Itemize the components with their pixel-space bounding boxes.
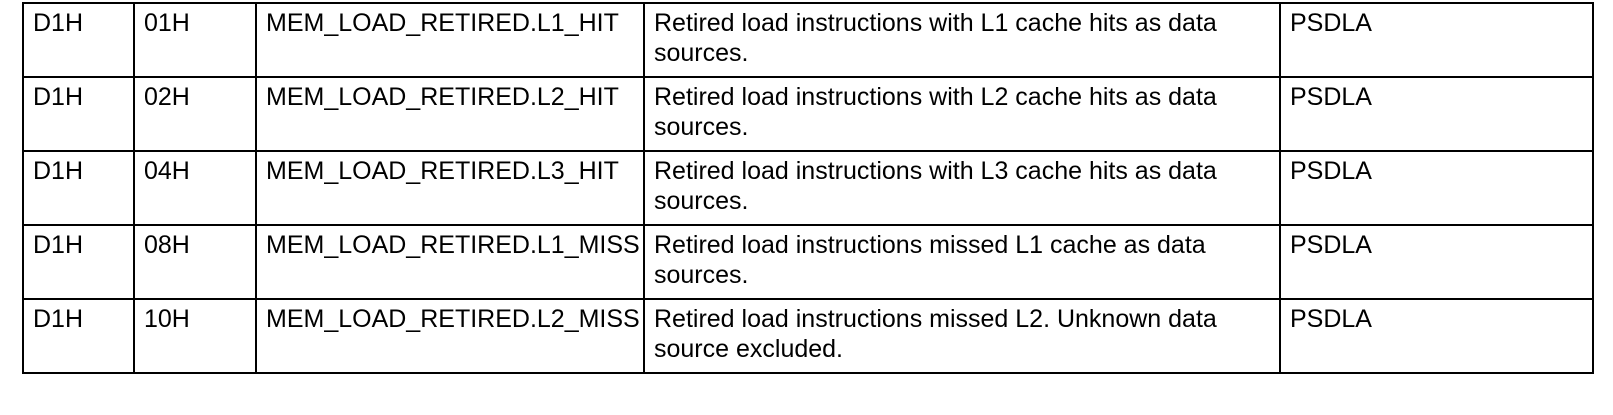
support-value: PSDLA [1290, 157, 1372, 185]
description-value: Retired load instructions missed L1 cach… [654, 231, 1206, 289]
umask-value: 04H [144, 157, 190, 185]
cell-event-name: MEM_LOAD_RETIRED.L1_HIT [255, 2, 645, 78]
cell-event-code: D1H [22, 298, 135, 374]
table-row: D1H 10H MEM_LOAD_RETIRED.L2_MISS Retired… [22, 298, 1594, 374]
event-name-value: MEM_LOAD_RETIRED.L2_HIT [266, 83, 619, 111]
cell-umask: 01H [133, 2, 257, 78]
support-value: PSDLA [1290, 305, 1372, 333]
cell-description: Retired load instructions missed L1 cach… [643, 224, 1281, 300]
event-name-value: MEM_LOAD_RETIRED.L1_HIT [266, 9, 619, 37]
event-code-value: D1H [33, 157, 84, 185]
cell-event-code: D1H [22, 76, 135, 152]
performance-event-table: D1H 01H MEM_LOAD_RETIRED.L1_HIT Retired … [22, 2, 1594, 374]
support-value: PSDLA [1290, 231, 1372, 259]
event-name-value: MEM_LOAD_RETIRED.L3_HIT [266, 157, 619, 185]
event-code-value: D1H [33, 9, 84, 37]
cell-event-name: MEM_LOAD_RETIRED.L3_HIT [255, 150, 645, 226]
description-value: Retired load instructions with L3 cache … [654, 157, 1217, 215]
event-code-value: D1H [33, 83, 84, 111]
table-row: D1H 01H MEM_LOAD_RETIRED.L1_HIT Retired … [22, 2, 1594, 78]
cell-event-name: MEM_LOAD_RETIRED.L2_HIT [255, 76, 645, 152]
description-value: Retired load instructions with L1 cache … [654, 9, 1217, 67]
event-code-value: D1H [33, 231, 84, 259]
table-row: D1H 04H MEM_LOAD_RETIRED.L3_HIT Retired … [22, 150, 1594, 226]
support-value: PSDLA [1290, 83, 1372, 111]
event-name-value: MEM_LOAD_RETIRED.L2_MISS [266, 305, 640, 333]
cell-umask: 08H [133, 224, 257, 300]
cell-support: PSDLA [1279, 150, 1594, 226]
cell-description: Retired load instructions with L1 cache … [643, 2, 1281, 78]
table-body: D1H 01H MEM_LOAD_RETIRED.L1_HIT Retired … [22, 2, 1594, 374]
umask-value: 01H [144, 9, 190, 37]
cell-umask: 04H [133, 150, 257, 226]
cell-support: PSDLA [1279, 76, 1594, 152]
cell-description: Retired load instructions with L2 cache … [643, 76, 1281, 152]
umask-value: 10H [144, 305, 190, 333]
event-name-value: MEM_LOAD_RETIRED.L1_MISS [266, 231, 640, 259]
cell-umask: 10H [133, 298, 257, 374]
description-value: Retired load instructions with L2 cache … [654, 83, 1217, 141]
description-value: Retired load instructions missed L2. Unk… [654, 305, 1217, 363]
cell-description: Retired load instructions with L3 cache … [643, 150, 1281, 226]
cell-event-code: D1H [22, 150, 135, 226]
cell-support: PSDLA [1279, 298, 1594, 374]
support-value: PSDLA [1290, 9, 1372, 37]
cell-umask: 02H [133, 76, 257, 152]
cell-support: PSDLA [1279, 224, 1594, 300]
cell-event-code: D1H [22, 224, 135, 300]
cell-event-name: MEM_LOAD_RETIRED.L1_MISS [255, 224, 645, 300]
cell-support: PSDLA [1279, 2, 1594, 78]
cell-event-code: D1H [22, 2, 135, 78]
umask-value: 08H [144, 231, 190, 259]
table-row: D1H 08H MEM_LOAD_RETIRED.L1_MISS Retired… [22, 224, 1594, 300]
event-code-value: D1H [33, 305, 84, 333]
umask-value: 02H [144, 83, 190, 111]
cell-description: Retired load instructions missed L2. Unk… [643, 298, 1281, 374]
cell-event-name: MEM_LOAD_RETIRED.L2_MISS [255, 298, 645, 374]
table-row: D1H 02H MEM_LOAD_RETIRED.L2_HIT Retired … [22, 76, 1594, 152]
